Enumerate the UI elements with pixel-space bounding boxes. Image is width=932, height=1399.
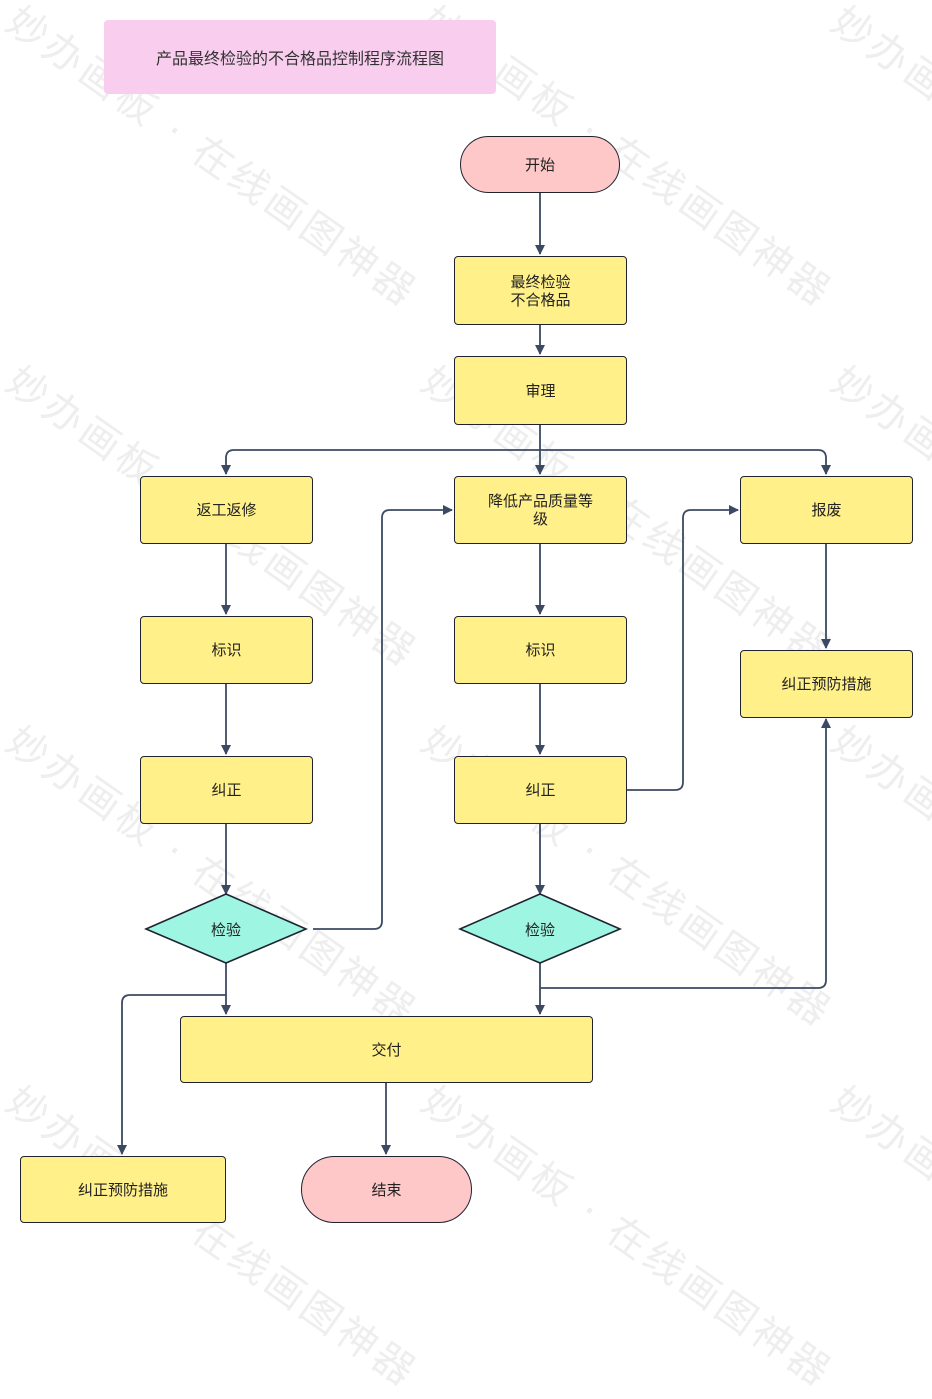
diagram-title-text: 产品最终检验的不合格品控制程序流程图 xyxy=(155,49,444,68)
rework-node: 返工返修 xyxy=(140,476,313,544)
end-node-label: 结束 xyxy=(371,1180,402,1199)
prevent-right-node: 纠正预防措施 xyxy=(740,650,913,718)
correct-mid-label: 纠正 xyxy=(525,781,556,799)
final-inspection-node: 最终检验 不合格品 xyxy=(454,256,627,325)
inspect-mid-label: 检验 xyxy=(524,920,555,939)
review-node: 审理 xyxy=(454,356,627,425)
mark-mid-label: 标识 xyxy=(525,641,556,659)
end-node: 结束 xyxy=(301,1156,472,1223)
edge-inspect-left-to-prevent xyxy=(117,994,226,1155)
rework-label: 返工返修 xyxy=(196,501,257,519)
diagram-title: 产品最终检验的不合格品控制程序流程图 xyxy=(104,20,496,94)
edge-inspect-left-to-downgrade xyxy=(313,505,453,930)
connector-layer xyxy=(117,193,831,1155)
review-label: 审理 xyxy=(525,381,556,400)
mark-mid-node: 标识 xyxy=(454,616,627,684)
downgrade-label: 降低产品质量等 级 xyxy=(487,492,593,528)
correct-left-node: 纠正 xyxy=(140,756,313,824)
prevent-bottom-label: 纠正预防措施 xyxy=(77,1180,168,1199)
inspect-left-label: 检验 xyxy=(210,920,241,939)
downgrade-node: 降低产品质量等 级 xyxy=(454,476,627,544)
inspect-mid-diamond xyxy=(457,893,623,964)
mark-left-node: 标识 xyxy=(140,616,313,684)
deliver-label: 交付 xyxy=(371,1040,402,1059)
edge-correct-mid-to-scrap xyxy=(627,505,739,791)
inspect-left-diamond xyxy=(143,893,309,964)
correct-left-label: 纠正 xyxy=(211,781,242,799)
final-inspection-label: 最终检验 不合格品 xyxy=(510,272,571,309)
scrap-label: 报废 xyxy=(811,501,842,519)
prevent-bottom-node: 纠正预防措施 xyxy=(20,1156,226,1223)
edge-review-to-rework xyxy=(221,449,540,475)
correct-mid-node: 纠正 xyxy=(454,756,627,824)
start-node: 开始 xyxy=(460,136,620,193)
edge-review-to-scrap xyxy=(540,449,831,475)
start-node-label: 开始 xyxy=(524,155,555,174)
mark-left-label: 标识 xyxy=(211,641,242,659)
deliver-node: 交付 xyxy=(180,1016,593,1083)
scrap-node: 报废 xyxy=(740,476,913,544)
edge-inspect-mid-to-prevent xyxy=(540,718,831,989)
prevent-right-label: 纠正预防措施 xyxy=(781,675,872,693)
